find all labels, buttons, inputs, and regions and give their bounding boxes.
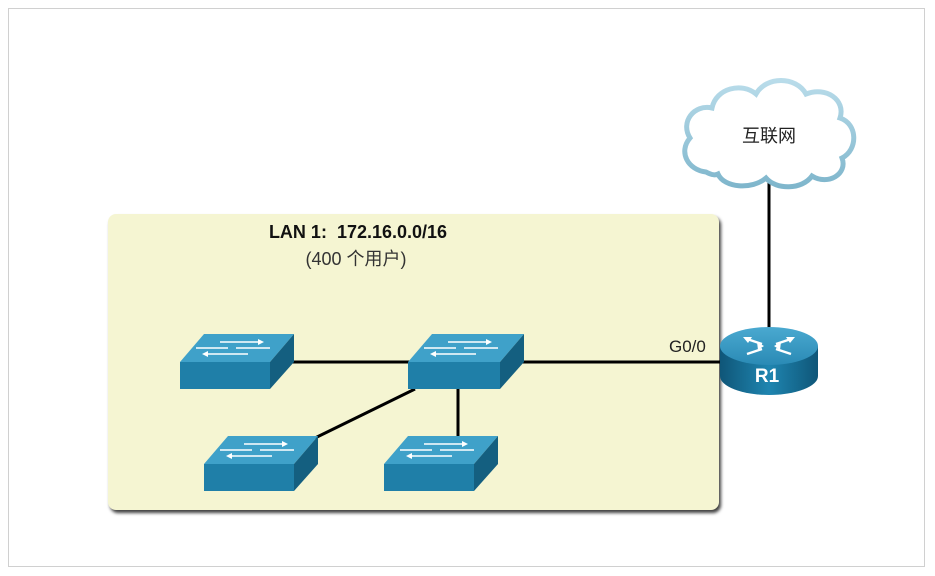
link-core-to-switch-bottom-left — [314, 387, 416, 440]
lan-user-count: (400 个用户) — [305, 249, 407, 269]
interface-label: G0/0 — [669, 337, 706, 356]
switch-icon — [204, 436, 318, 491]
cloud-icon — [682, 78, 857, 190]
switch-icon — [408, 334, 524, 389]
lan-title: LAN 1: 172.16.0.0/16 — [268, 222, 448, 242]
switch-icon — [384, 436, 498, 491]
switch-icon — [180, 334, 294, 389]
router-icon — [720, 327, 818, 395]
router-label: R1 — [754, 366, 780, 387]
cloud-label: 互联网 — [742, 126, 796, 146]
